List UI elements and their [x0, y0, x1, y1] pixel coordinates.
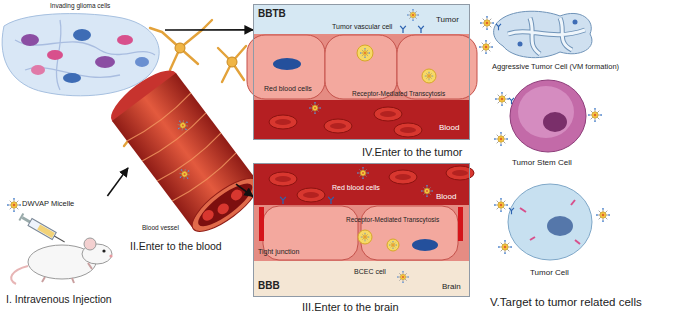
tumor-cell — [494, 184, 610, 260]
node-label: I. Intravenous Injection — [6, 293, 112, 305]
vm-tumor-cell — [479, 11, 592, 57]
cell-label: Aggressive Tumor Cell (VM formation) — [492, 63, 619, 72]
bbb-panel-art — [253, 163, 474, 297]
node-label: Red blood cells — [264, 85, 312, 93]
node-label: Tumor — [436, 15, 459, 24]
node-label: Red blood cells — [332, 184, 380, 192]
mouse — [11, 238, 112, 284]
stage-caption: IV.Enter to the tumor — [362, 146, 462, 159]
flow-arrow — [236, 184, 253, 196]
flow-arrow — [107, 168, 128, 196]
node-label: Blood — [436, 192, 456, 201]
bbb-panel: Red blood cellsBloodReceptor-Mediated Tr… — [253, 163, 470, 297]
syringe — [18, 213, 66, 245]
tumor-stem-cell — [494, 80, 602, 152]
node-label: Receptor-Mediated Transcytosis — [352, 90, 445, 97]
cell-cluster-region: Invading glioma cells — [0, 0, 165, 100]
node-label: Receptor-Mediated Transcytosis — [346, 216, 439, 223]
node-label: Brain — [442, 282, 461, 291]
node-label: BCEC cell — [354, 268, 386, 276]
node-label: Tumor vascular cell — [332, 23, 392, 31]
stage-caption: V.Target to tumor related cells — [490, 296, 642, 309]
node-label: BBB — [258, 280, 280, 292]
node-label: DWVAP Micelle — [22, 200, 74, 209]
stage-caption: III.Enter to the brain — [302, 301, 399, 314]
glioma-cluster — [2, 14, 159, 96]
bbtb-panel-art — [247, 4, 477, 140]
blood-vessel — [104, 62, 266, 240]
node-label: Blood — [439, 123, 459, 132]
blood-stage: Blood vesselII.Enter to the blood — [128, 95, 236, 257]
injection-stage: DWVAP Micelle I. Intravenous Injection — [2, 196, 126, 312]
flow-arrow — [165, 29, 253, 31]
bbtb-panel: BBTB TumorTumor vascular cellReceptor-Med… — [253, 4, 470, 140]
cell-label: Tumor Cell — [530, 268, 569, 277]
node-label: Blood vessel — [142, 224, 179, 231]
node-label: II.Enter to the blood — [130, 240, 222, 252]
node-label: Tight junction — [258, 248, 299, 256]
node-label: BBTB — [258, 8, 286, 20]
cell-label: Tumor Stem Cell — [512, 158, 572, 167]
node-label: Invading glioma cells — [50, 2, 110, 9]
